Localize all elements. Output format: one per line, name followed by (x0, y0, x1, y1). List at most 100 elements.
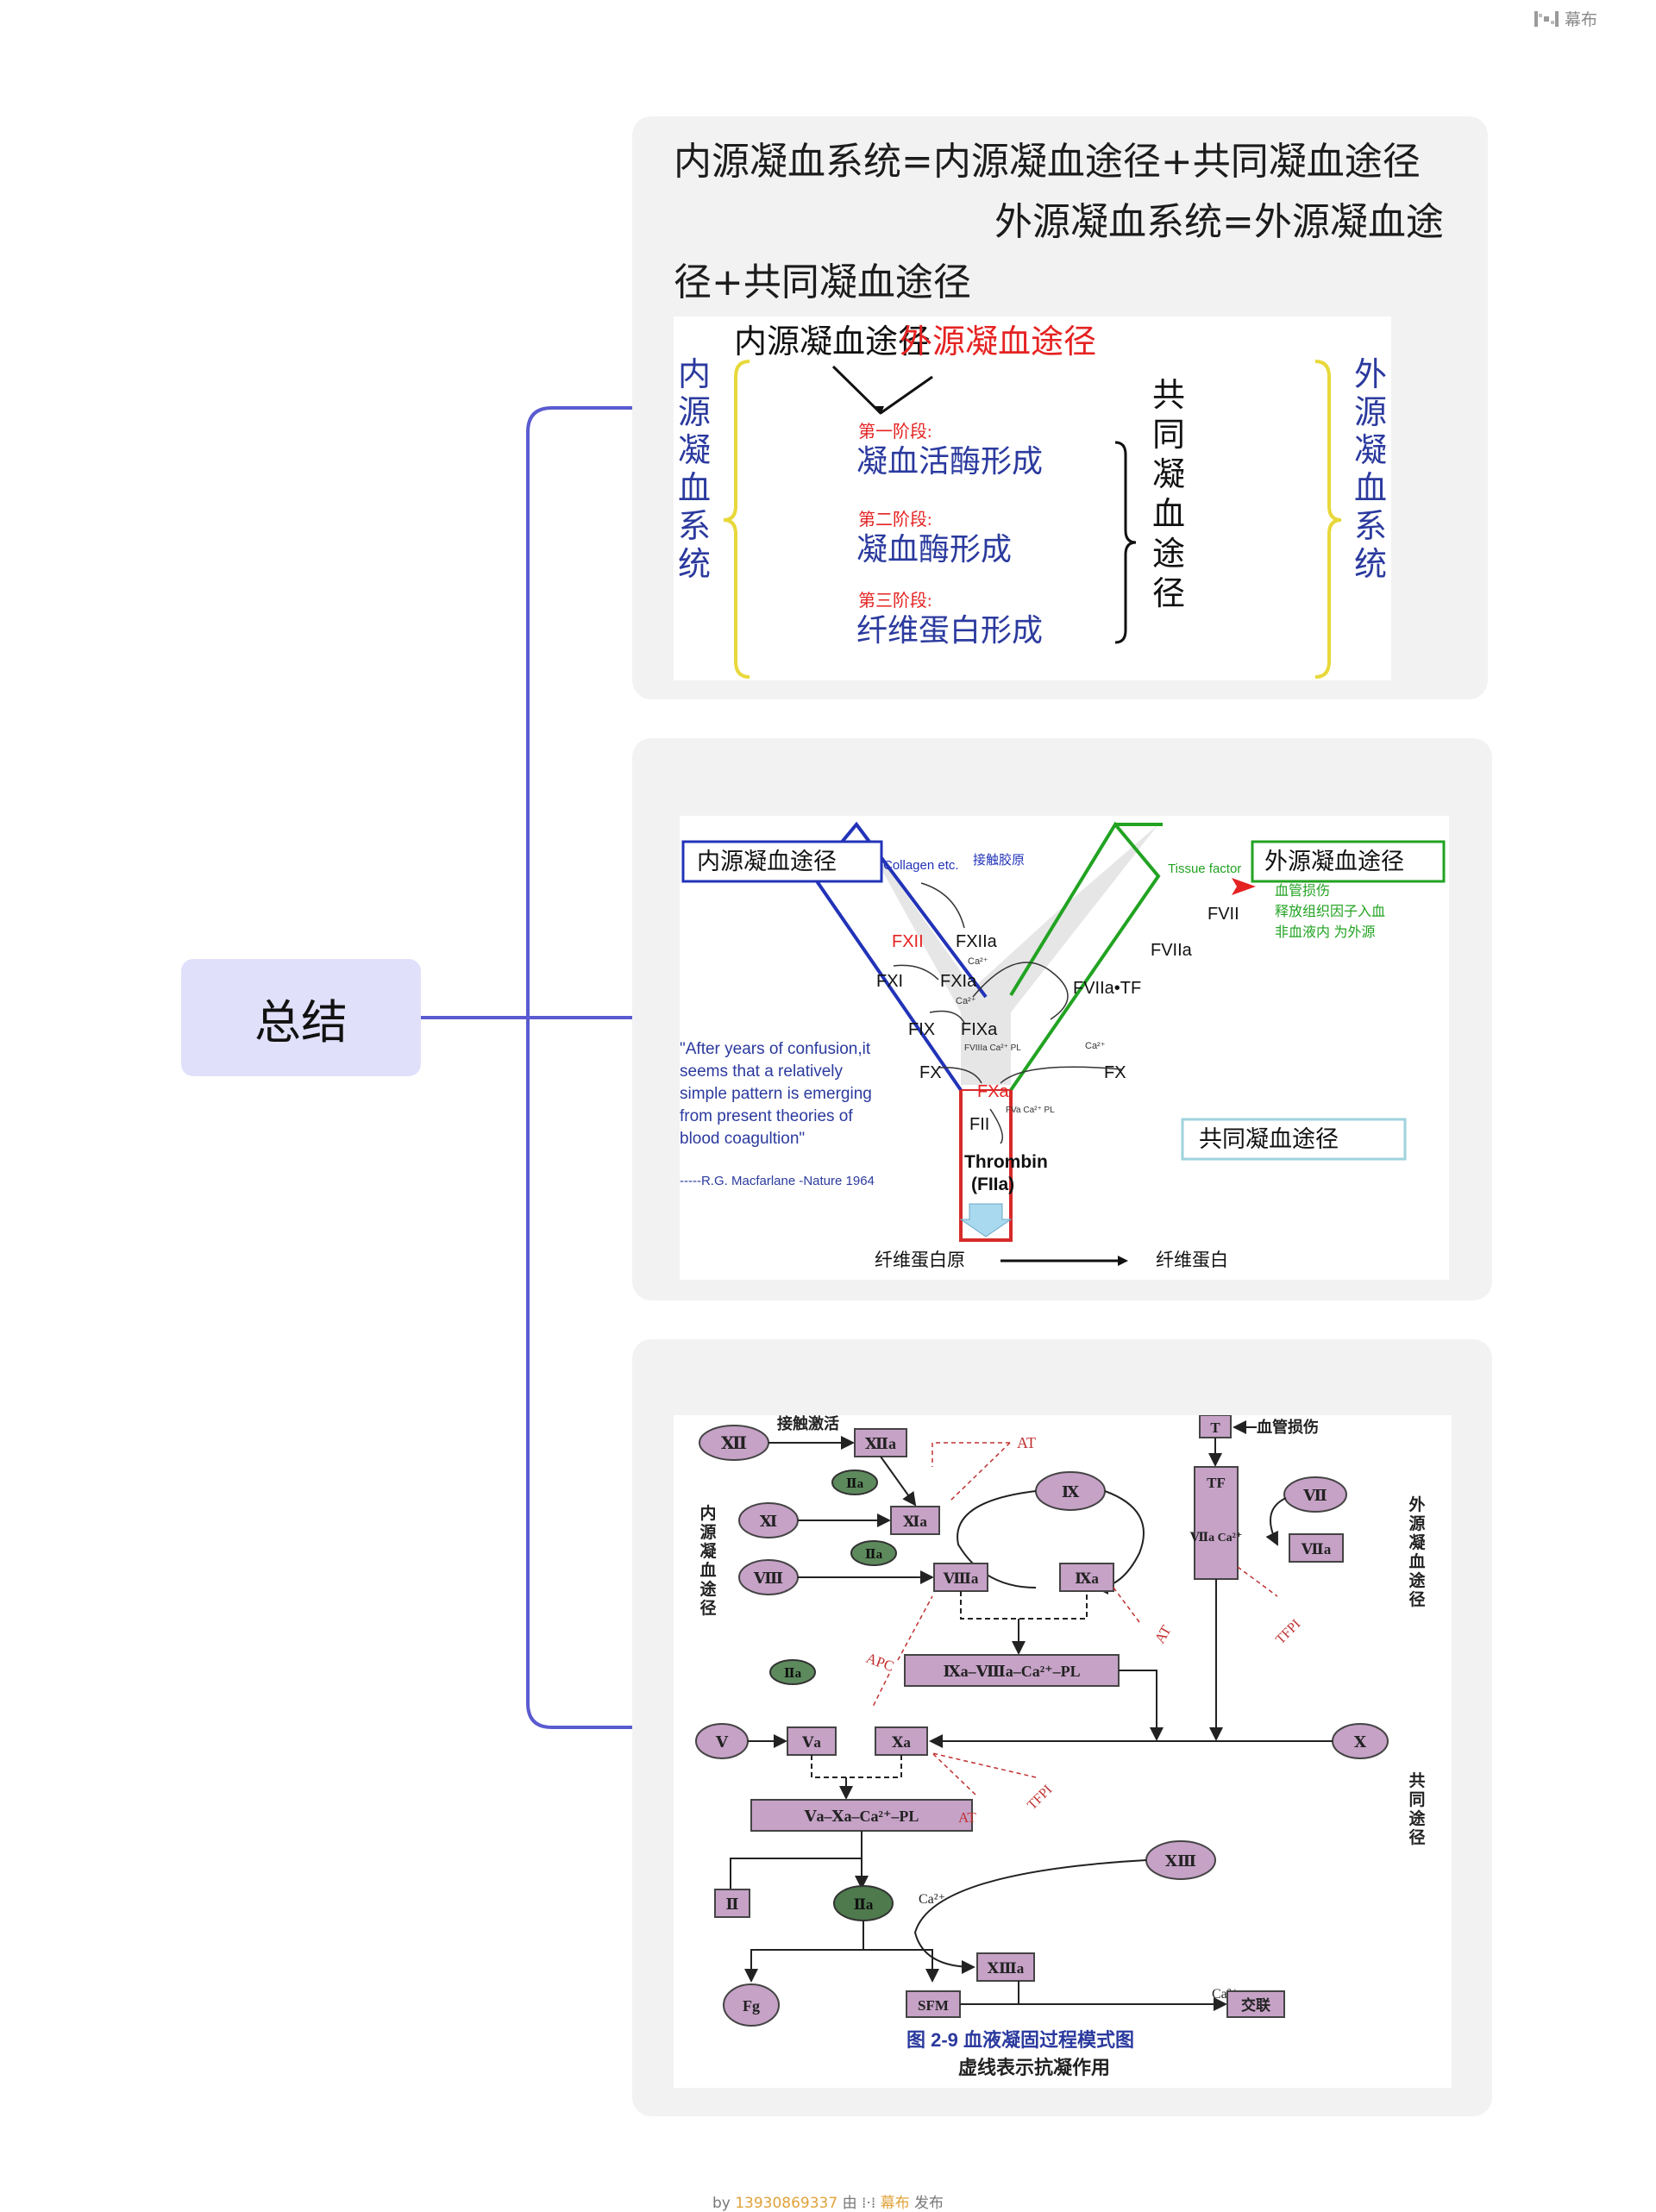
factor-viiia-label: Ⅷa (943, 1570, 979, 1587)
intrinsic-vertical-char: 凝 (678, 433, 711, 469)
at-label-1: AT (1017, 1434, 1036, 1451)
common-box-label: 共同凝血途径 (1199, 1126, 1339, 1152)
extrinsic-system-definition: 外源凝血系统=外源凝血途径+共同凝血途径 (674, 200, 1444, 304)
tenase-label: Ⅸa–Ⅷa–Ca²⁺–PL (943, 1663, 1080, 1680)
extrinsic-vertical-char: 源 (1354, 395, 1387, 431)
viia-ca-label: Ⅶa Ca²⁺ (1189, 1532, 1243, 1545)
common-vertical-char: 共 (1152, 378, 1185, 414)
intrinsic-vertical-char: 系 (678, 509, 711, 545)
quote-line-5: blood coagultion" (680, 1130, 805, 1148)
tenase-complex-node (904, 1654, 1120, 1687)
factor-iia-label-2: Ⅱa (865, 1548, 883, 1562)
extrinsic-arm-border (1009, 821, 1163, 1092)
fxi-label: FXI (876, 972, 903, 991)
c3-intrinsic-char: 内 (699, 1503, 716, 1523)
common-vertical-char: 径 (1152, 576, 1185, 612)
quote-line-1: "After years of confusion,it (680, 1040, 871, 1058)
factor-xiia-label: Ⅻa (865, 1435, 896, 1452)
coagulation-stages-figure: 内源凝血途径 外源凝血途径 内源凝血系统 外源凝血系统 第一阶段: 凝血活酶形成… (674, 316, 1391, 680)
fxa-label: FXa (977, 1082, 1010, 1101)
fvii-label: FVII (1208, 905, 1239, 924)
intrinsic-vertical-char: 统 (678, 547, 711, 583)
fibrinogen-node (723, 1983, 780, 2027)
vessel-injury-label: 血管损伤 (1257, 1418, 1319, 1436)
fibrinogen-label: 纤维蛋白原 (875, 1250, 965, 1270)
activation-arrow-5 (1000, 1066, 1122, 1084)
fviia-label: FVIIa (1151, 941, 1193, 960)
summary-card-systems[interactable]: 内源凝血系统=内源凝血途径+共同凝血途径外源凝血系统=外源凝血途径+共同凝血途径… (632, 116, 1488, 699)
factor-xiiia-label: ⅩⅢa (988, 1960, 1025, 1977)
activation-arrow-2 (893, 964, 939, 981)
factor-vii-label: Ⅶ (1302, 1487, 1327, 1504)
tf-note-3: 非血液内 为外源 (1275, 924, 1375, 940)
down-arrow-icon (959, 1203, 1013, 1238)
ca-label-3: Ca²⁺ (1085, 1041, 1106, 1051)
stage1-label: 第一阶段: (858, 422, 932, 442)
crosslink-label: 交联 (1241, 1996, 1270, 2014)
figure-subcaption: 虚线表示抗凝作用 (958, 2057, 1110, 2078)
factor-ix-label: Ⅸ (1062, 1483, 1080, 1501)
footer-platform-icon: ⁞·⁞ (862, 2195, 876, 2212)
extrinsic-system-vertical-label: 外源凝血系统 (1354, 357, 1387, 583)
fviia-tf-label: FVIIa•TF (1073, 979, 1141, 998)
ca-label-2: Ca²⁺ (956, 996, 976, 1006)
fixa-label: FIXa (961, 1020, 998, 1039)
summary-card-cascade[interactable]: Ⅻ 接触激活 Ⅻa AT Ⅱa Ⅺ Ⅺa Ⅸ Ⅱa Ⅷ (632, 1339, 1492, 2116)
intrinsic-system-vertical-label: 内源凝血系统 (678, 357, 711, 583)
factor-va-label: Ⅴa (801, 1734, 821, 1751)
common-vertical-char: 凝 (1152, 457, 1185, 493)
factor-ixa-node (1059, 1563, 1114, 1592)
crosslink-node (1226, 1990, 1285, 2018)
intrinsic-box (681, 840, 883, 883)
factor-viiia-node (933, 1563, 988, 1592)
factor-iia-label-main: Ⅱa (854, 1896, 874, 1913)
extrinsic-vertical-char: 统 (1354, 547, 1387, 583)
factor-va-node (787, 1726, 837, 1756)
footer-via: 由 (842, 2195, 857, 2212)
footer-published: 发布 (914, 2195, 944, 2212)
factor-xi-label: Ⅺ (760, 1513, 777, 1530)
factor-xa-node (875, 1726, 928, 1756)
y-shape-fill (856, 824, 1158, 1085)
collagen-cn-label: 接触胶原 (973, 853, 1025, 868)
systems-definition-text: 内源凝血系统=内源凝血途径+共同凝血途径外源凝血系统=外源凝血途径+共同凝血途径 (674, 132, 1450, 313)
c3-extrinsic-char: 外 (1408, 1495, 1425, 1514)
c3-extrinsic-char: 途 (1408, 1570, 1426, 1590)
fxii-label: FXII (892, 932, 924, 951)
c3-extrinsic-char: 源 (1408, 1513, 1425, 1533)
activation-arrow-6 (989, 1108, 1003, 1144)
arrow-right-line (880, 375, 933, 415)
footer: by 13930869337 由 ⁞·⁞ 幕布 发布 (0, 2190, 1656, 2212)
quote-line-4: from present theories of (680, 1107, 853, 1125)
c3-extrinsic-char: 血 (1408, 1551, 1425, 1571)
footer-user-link[interactable]: 13930869337 (735, 2195, 838, 2212)
activation-arrow-1 (920, 882, 965, 929)
brand[interactable]: 幕布 (1534, 7, 1597, 30)
intrinsic-system-bracket (723, 360, 750, 679)
c3-intrinsic-char: 途 (699, 1579, 717, 1599)
intrinsic-vertical-char: 源 (678, 395, 711, 431)
mubu-logo-icon (1534, 10, 1559, 27)
quote-line-3: simple pattern is emerging (680, 1085, 872, 1103)
extrinsic-pathway-side-label: 外源凝血途径 (1408, 1495, 1426, 1609)
factor-iia-node-3 (769, 1659, 816, 1685)
sfm-label: SFM (918, 1997, 949, 2014)
intrinsic-vertical-char: 血 (678, 471, 711, 507)
common-vertical-char: 血 (1152, 497, 1185, 533)
stage3-text: 纤维蛋白形成 (856, 613, 1043, 648)
quote-author: -----R.G. Macfarlane -Nature 1964 (680, 1174, 875, 1188)
factor-iia-node-1 (831, 1469, 878, 1495)
extrinsic-pathway-title: 外源凝血途径 (900, 324, 1096, 360)
common-vertical-char: 途 (1152, 536, 1185, 573)
summary-card-y-model[interactable]: 内源凝血途径 外源凝血途径 共同凝血途径 Collagen etc. 接触胶原 … (632, 738, 1492, 1300)
y-model-figure: 内源凝血途径 外源凝血途径 共同凝血途径 Collagen etc. 接触胶原 … (680, 816, 1449, 1280)
fix-label: FIX (908, 1020, 935, 1039)
c3-common-char: 途 (1408, 1808, 1426, 1828)
root-node[interactable]: 总结 (181, 959, 421, 1076)
footer-platform-link[interactable]: 幕布 (880, 2195, 910, 2212)
factor-ii-node (714, 1889, 750, 1918)
contact-activation-label: 接触激活 (777, 1415, 839, 1432)
extrinsic-box-label: 外源凝血途径 (1264, 849, 1404, 874)
